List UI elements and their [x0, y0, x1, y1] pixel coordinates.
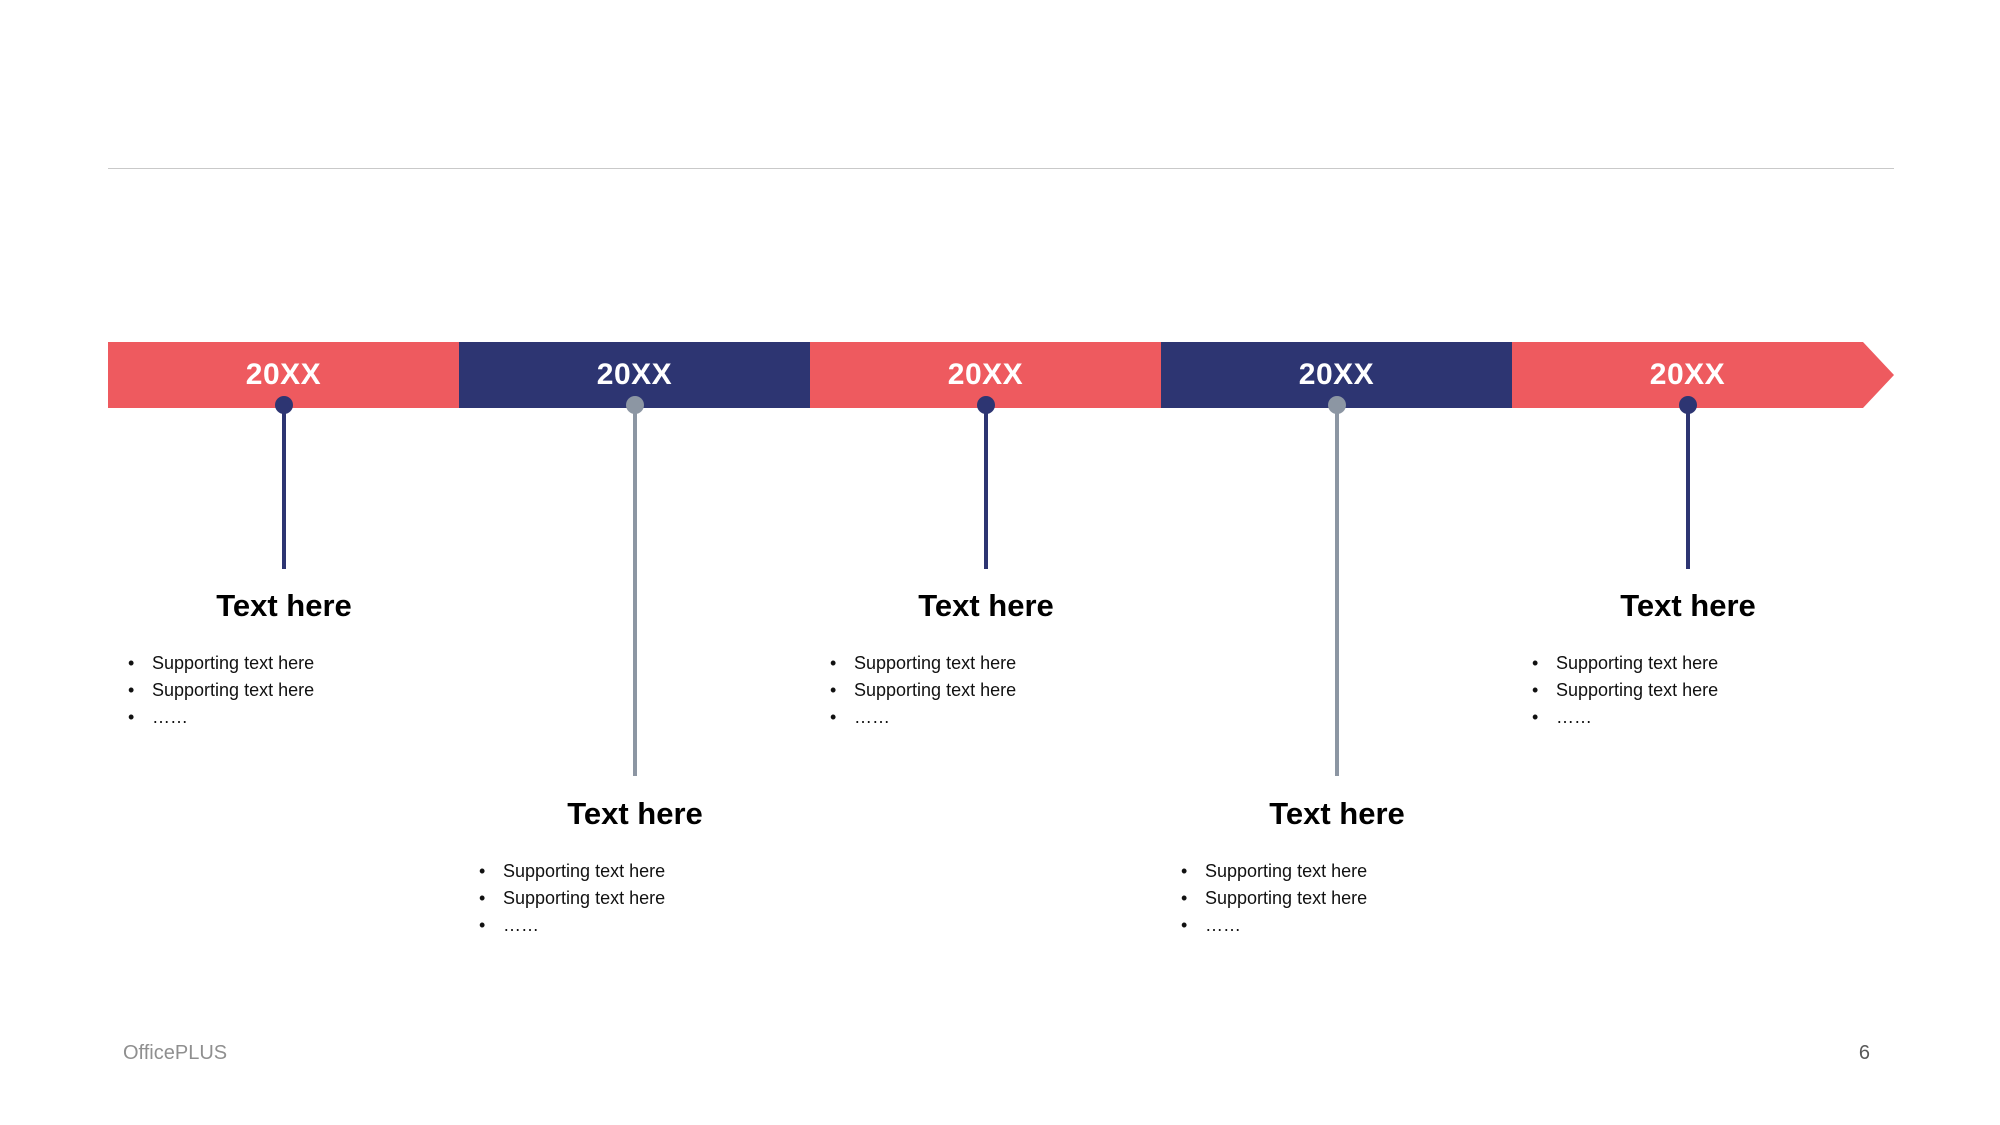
brand-footer: OfficePLUS — [123, 1042, 228, 1064]
milestone-title-4: Text here — [1269, 796, 1405, 831]
timeline-marker-icon-3 — [977, 396, 995, 414]
milestone-title-1: Text here — [216, 588, 352, 623]
timeline-marker-icon-2 — [626, 396, 644, 414]
bullet-item: …… — [1181, 912, 1507, 939]
bullet-item: Supporting text here — [1532, 677, 1858, 704]
bullet-item: Supporting text here — [128, 650, 454, 677]
timeline-stem-5 — [1686, 405, 1690, 569]
milestone-block-5: Text here Supporting text here Supportin… — [1518, 588, 1858, 731]
bullet-item: Supporting text here — [1532, 650, 1858, 677]
milestone-title-5: Text here — [1620, 588, 1756, 623]
bullet-item: Supporting text here — [479, 885, 805, 912]
arrow-right-icon — [1863, 342, 1894, 408]
timeline-marker-icon-5 — [1679, 396, 1697, 414]
timeline-bar: 20XX 20XX 20XX 20XX 20XX — [108, 342, 1894, 408]
timeline-stem-1 — [282, 405, 286, 569]
bullet-item: Supporting text here — [479, 858, 805, 885]
year-label-5: 20XX — [1649, 358, 1726, 391]
milestone-bullets-2: Supporting text here Supporting text her… — [465, 858, 805, 939]
milestone-bullets-4: Supporting text here Supporting text her… — [1167, 858, 1507, 939]
milestone-block-4: Text here Supporting text here Supportin… — [1167, 796, 1507, 939]
bullet-item: …… — [479, 912, 805, 939]
milestone-block-1: Text here Supporting text here Supportin… — [114, 588, 454, 731]
bullet-item: …… — [830, 704, 1156, 731]
bullet-item: Supporting text here — [830, 677, 1156, 704]
page-number: 6 — [1858, 1042, 1870, 1064]
bullet-item: Supporting text here — [830, 650, 1156, 677]
timeline-stem-4 — [1335, 405, 1339, 776]
timeline-segment-5: 20XX — [1512, 342, 1863, 408]
bullet-item: …… — [1532, 704, 1858, 731]
bullet-item: Supporting text here — [128, 677, 454, 704]
year-label-3: 20XX — [947, 358, 1024, 391]
year-label-2: 20XX — [596, 358, 673, 391]
bullet-item: Supporting text here — [1181, 858, 1507, 885]
milestone-block-2: Text here Supporting text here Supportin… — [465, 796, 805, 939]
bullet-item: Supporting text here — [1181, 885, 1507, 912]
milestone-bullets-1: Supporting text here Supporting text her… — [114, 650, 454, 731]
year-label-4: 20XX — [1298, 358, 1375, 391]
bullet-item: …… — [128, 704, 454, 731]
milestone-bullets-3: Supporting text here Supporting text her… — [816, 650, 1156, 731]
milestone-title-2: Text here — [567, 796, 703, 831]
top-divider — [108, 168, 1894, 169]
timeline-marker-icon-1 — [275, 396, 293, 414]
milestone-block-3: Text here Supporting text here Supportin… — [816, 588, 1156, 731]
year-label-1: 20XX — [245, 358, 322, 391]
timeline-marker-icon-4 — [1328, 396, 1346, 414]
milestone-bullets-5: Supporting text here Supporting text her… — [1518, 650, 1858, 731]
timeline-stem-3 — [984, 405, 988, 569]
milestone-title-3: Text here — [918, 588, 1054, 623]
timeline-stem-2 — [633, 405, 637, 776]
